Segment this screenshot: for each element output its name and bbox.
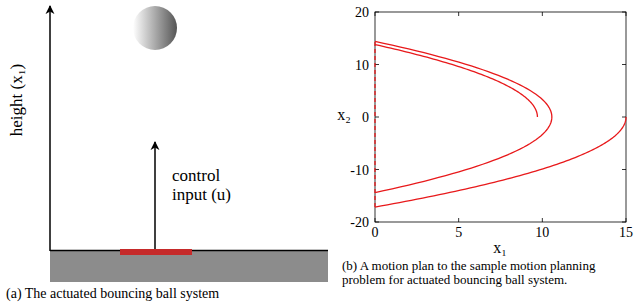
axis-label: height (x₁) [7, 64, 26, 137]
jump [374, 41, 375, 207]
tick-label: 5 [455, 225, 462, 240]
ground [50, 250, 328, 282]
trajectory [375, 45, 537, 117]
trajectory [375, 41, 552, 192]
tick-label: 20 [355, 5, 369, 20]
plot-frame [375, 12, 626, 222]
control-arrow [154, 142, 156, 249]
axis-label: x₁ [493, 239, 507, 257]
tick [375, 222, 379, 223]
height-axis [49, 6, 51, 251]
tick [375, 218, 376, 222]
phase-plot [375, 12, 626, 222]
tick [622, 169, 626, 170]
tick-label: 10 [535, 225, 549, 240]
tick [375, 12, 376, 16]
tick [542, 218, 543, 222]
tick [375, 117, 379, 118]
actuator-pad [120, 249, 192, 255]
tick [626, 218, 627, 222]
tick [622, 12, 626, 13]
ball [133, 6, 177, 50]
caption: (b) A motion plan to the sample motion p… [342, 259, 636, 287]
tick-label: 0 [372, 225, 379, 240]
tick-label: 10 [355, 57, 369, 72]
tick [458, 218, 459, 222]
trajectory [375, 117, 626, 207]
tick-label: 0 [362, 110, 369, 125]
tick [626, 12, 627, 16]
tick-label: -20 [350, 215, 369, 230]
tick-label: 15 [619, 225, 633, 240]
tick [458, 12, 459, 16]
tick [622, 222, 626, 223]
control-label: control input (u) [172, 166, 254, 204]
tick [622, 64, 626, 65]
caption: (a) The actuated bouncing ball system [6, 286, 219, 301]
tick [542, 12, 543, 16]
tick [375, 12, 379, 13]
axis-label: x₂ [337, 106, 351, 124]
tick-label: -10 [350, 162, 369, 177]
